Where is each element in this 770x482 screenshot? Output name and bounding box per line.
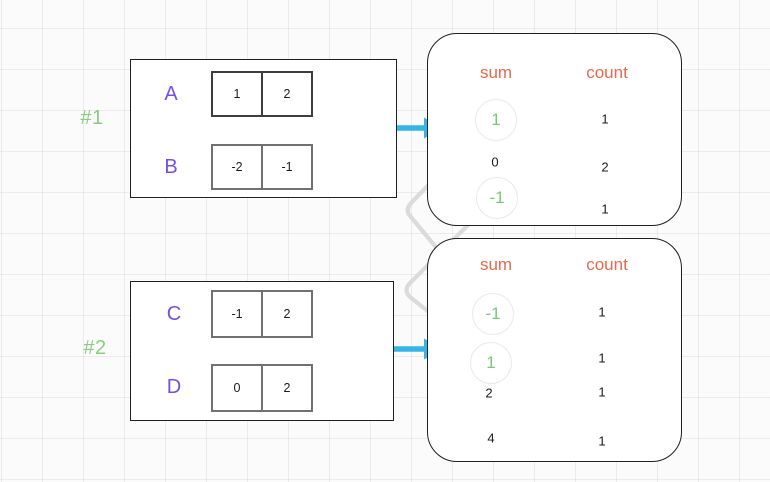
count-column-header: count: [586, 63, 628, 82]
count-value: 1: [601, 201, 609, 217]
sum-value: 4: [487, 430, 495, 446]
array-label-d: D: [166, 375, 182, 398]
sum-column-header: sum: [479, 63, 513, 82]
array-a-cells: 1 2: [211, 71, 313, 117]
group-label-1: #1: [80, 106, 104, 129]
sum-value: 2: [485, 385, 493, 401]
group-label-2: #2: [83, 336, 107, 359]
highlight-circle: 1: [475, 99, 517, 141]
count-value: 1: [598, 384, 606, 400]
array-label-c: C: [166, 302, 182, 325]
group-1-box: A 1 2 B -2 -1: [130, 59, 397, 198]
array-label-a: A: [164, 82, 178, 105]
array-b-cells: -2 -1: [211, 144, 313, 190]
array-cell: -2: [211, 144, 263, 190]
count-value: 1: [598, 304, 606, 320]
array-c-cells: -1 2: [211, 290, 313, 338]
array-cell: 1: [211, 71, 263, 117]
array-cell: 2: [261, 290, 313, 338]
array-d-cells: 0 2: [211, 364, 313, 412]
array-cell: -1: [261, 144, 313, 190]
count-value: 2: [601, 159, 609, 175]
count-column-header: count: [586, 255, 628, 274]
array-cell: -1: [211, 290, 263, 338]
count-value: 1: [598, 350, 606, 366]
array-cell: 2: [261, 71, 313, 117]
sum-value: 0: [491, 154, 499, 170]
highlight-circle: -1: [476, 177, 518, 219]
highlight-circle: 1: [470, 342, 512, 384]
array-label-b: B: [164, 155, 178, 178]
count-value: 1: [598, 433, 606, 449]
result-box-2: sum count -1 1 1 1 2 1 4 1: [427, 238, 682, 462]
result-box-1: sum count 1 1 0 2 -1 1: [427, 33, 682, 226]
highlight-circle: -1: [472, 293, 514, 335]
count-value: 1: [601, 111, 609, 127]
array-cell: 2: [261, 364, 313, 412]
group-2-box: C -1 2 D 0 2: [130, 281, 394, 421]
sum-column-header: sum: [479, 255, 513, 274]
array-cell: 0: [211, 364, 263, 412]
